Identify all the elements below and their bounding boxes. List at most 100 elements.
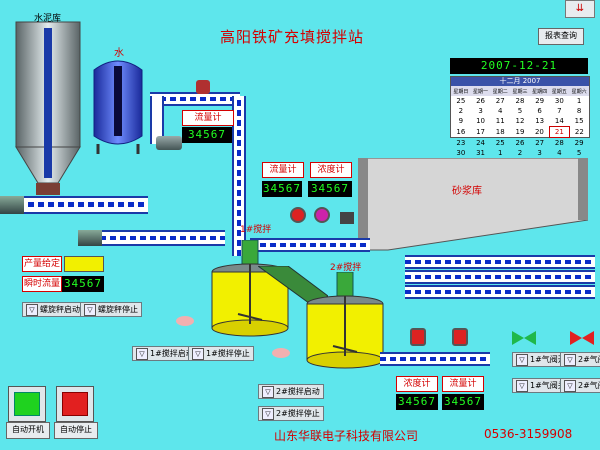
calendar-day[interactable]: 28 (554, 139, 564, 147)
mid-flow-sensor-icon (290, 207, 306, 223)
stop-icon: ▽ (84, 303, 96, 316)
sand-pipe-1 (405, 255, 595, 269)
mixer2-start-label: 2#搅拌启动 (276, 387, 320, 396)
calendar-day[interactable]: 3 (478, 107, 483, 115)
stop-icon: ▽ (136, 347, 148, 360)
datetime-display: 2007-12-21 16:23:36 (450, 58, 588, 88)
auto-stop-button[interactable]: 自动停止 (54, 422, 98, 439)
stop-icon: ▽ (516, 353, 528, 366)
bottom-flow-label: 流量计 (442, 376, 484, 392)
auto-start-button[interactable]: 自动开机 (6, 422, 50, 439)
calendar-day[interactable]: 12 (515, 117, 525, 126)
mixer1-stop-button[interactable]: ▽1#搅拌停止 (188, 346, 254, 361)
calendar-day[interactable]: 17 (476, 128, 486, 136)
company-name: 山东华联电子科技有限公司 (274, 429, 419, 443)
calendar-day[interactable]: 25 (456, 97, 466, 105)
calendar-day[interactable]: 4 (557, 149, 562, 157)
calendar-weekday: 星期日 (451, 86, 471, 96)
screw-start-button[interactable]: ▽螺旋秤启动 (22, 302, 84, 317)
calendar-day[interactable]: 5 (517, 107, 523, 115)
valve-2-icon (272, 348, 290, 358)
calendar-day[interactable]: 13 (535, 117, 545, 126)
red-light-icon (62, 392, 88, 416)
menu-arrow-icon[interactable]: ⇊ (565, 0, 595, 18)
calendar-day[interactable]: 29 (574, 138, 584, 147)
calendar-day[interactable]: 30 (456, 149, 466, 157)
calendar-day[interactable]: 23 (456, 138, 466, 147)
calendar-header: 十二月 2007 (451, 77, 589, 86)
output-set-input[interactable] (64, 256, 104, 272)
calendar-weekday: 星期六 (569, 86, 589, 96)
calendar-day[interactable]: 20 (534, 128, 544, 136)
calendar-day[interactable]: 31 (476, 149, 486, 157)
calendar-day[interactable]: 22 (574, 128, 584, 136)
mixer2-start-button[interactable]: ▽2#搅拌启动 (258, 384, 324, 399)
valve2-close-button[interactable]: ▽2#气阀关 (560, 378, 600, 393)
calendar-day[interactable]: 26 (476, 97, 486, 105)
calendar-day[interactable]: 26 (515, 138, 525, 147)
calendar-day[interactable]: 18 (495, 128, 505, 136)
calendar-day[interactable]: 2 (458, 107, 464, 115)
bottom-density-sensor-icon (410, 328, 426, 346)
mixer2-stop-label: 2#搅拌停止 (276, 409, 320, 418)
calendar-day[interactable]: 1 (498, 149, 503, 157)
calendar-day[interactable]: 9 (458, 117, 464, 126)
calendar-day[interactable]: 3 (537, 149, 542, 157)
report-query-button[interactable]: 报表查询 (538, 28, 584, 45)
conveyor-motor-2-icon (78, 230, 102, 246)
calendar-day[interactable]: 28 (515, 97, 525, 105)
calendar-day[interactable]: 29 (535, 97, 545, 105)
valve1-close-button[interactable]: ▽1#气阀关 (512, 378, 570, 393)
mid-valve-icon (340, 212, 354, 224)
calendar-weekday: 星期四 (529, 86, 550, 96)
calendar-day[interactable]: 1 (576, 97, 582, 105)
valve1-open-button[interactable]: ▽1#气阀开 (512, 352, 570, 367)
mixer2-stop-button[interactable]: ▽2#搅拌停止 (258, 406, 324, 421)
calendar-day[interactable]: 27 (535, 138, 545, 147)
water-flow-label: 流量计 (182, 110, 234, 126)
calendar-day[interactable]: 4 (498, 107, 503, 115)
screw-stop-label: 螺旋秤停止 (98, 305, 138, 314)
calendar-day[interactable]: 24 (476, 138, 486, 147)
calendar-day[interactable]: 7 (557, 107, 562, 115)
calendar-day[interactable]: 10 (476, 117, 486, 126)
calendar-day[interactable]: 21 (549, 126, 570, 138)
screw-conveyor-2 (100, 230, 225, 246)
screw-stop-button[interactable]: ▽螺旋秤停止 (80, 302, 142, 317)
stop-icon: ▽ (192, 347, 204, 360)
calendar-day[interactable]: 11 (495, 117, 505, 126)
calendar-day[interactable]: 2 (517, 149, 523, 157)
calendar-weekday: 星期一 (470, 86, 491, 96)
bottom-flow-value: 34567 (442, 394, 484, 410)
valve2-open-button[interactable]: ▽2#气阀开 (560, 352, 600, 367)
valve-1-icon (176, 316, 194, 326)
bottom-density-label: 浓度计 (396, 376, 438, 392)
calendar-day[interactable]: 25 (495, 138, 505, 147)
phone-number: 0536-3159908 (484, 427, 573, 441)
page-title: 高阳铁矿充填搅拌站 (220, 28, 365, 46)
outlet-pipe (380, 352, 490, 366)
calendar-day[interactable]: 15 (574, 117, 584, 126)
water-pipe-left (150, 96, 164, 144)
calendar-day[interactable]: 5 (576, 149, 582, 157)
auto-start-indicator[interactable] (8, 386, 46, 422)
calendar-day[interactable]: 19 (515, 128, 525, 136)
calendar-day[interactable]: 16 (456, 128, 466, 136)
valve1-indicator-icon (512, 330, 536, 345)
calendar-day[interactable]: 30 (554, 97, 564, 105)
mixer2-label: 2#搅拌 (330, 263, 362, 273)
instant-flow-value: 34567 (62, 276, 104, 292)
calendar-day[interactable]: 27 (495, 97, 505, 105)
calendar-day[interactable]: 8 (576, 107, 582, 115)
calendar-day[interactable]: 14 (554, 117, 564, 125)
calendar-weekday: 星期三 (510, 86, 530, 96)
mid-density-label: 浓度计 (310, 162, 352, 178)
water-pump-icon (156, 136, 182, 150)
cement-silo-label: 水泥库 (34, 14, 62, 24)
calendar-day[interactable]: 6 (537, 107, 542, 115)
auto-stop-indicator[interactable] (56, 386, 94, 422)
valve1-open-label: 1#气阀开 (530, 355, 566, 364)
sand-pipe-2 (405, 270, 595, 284)
